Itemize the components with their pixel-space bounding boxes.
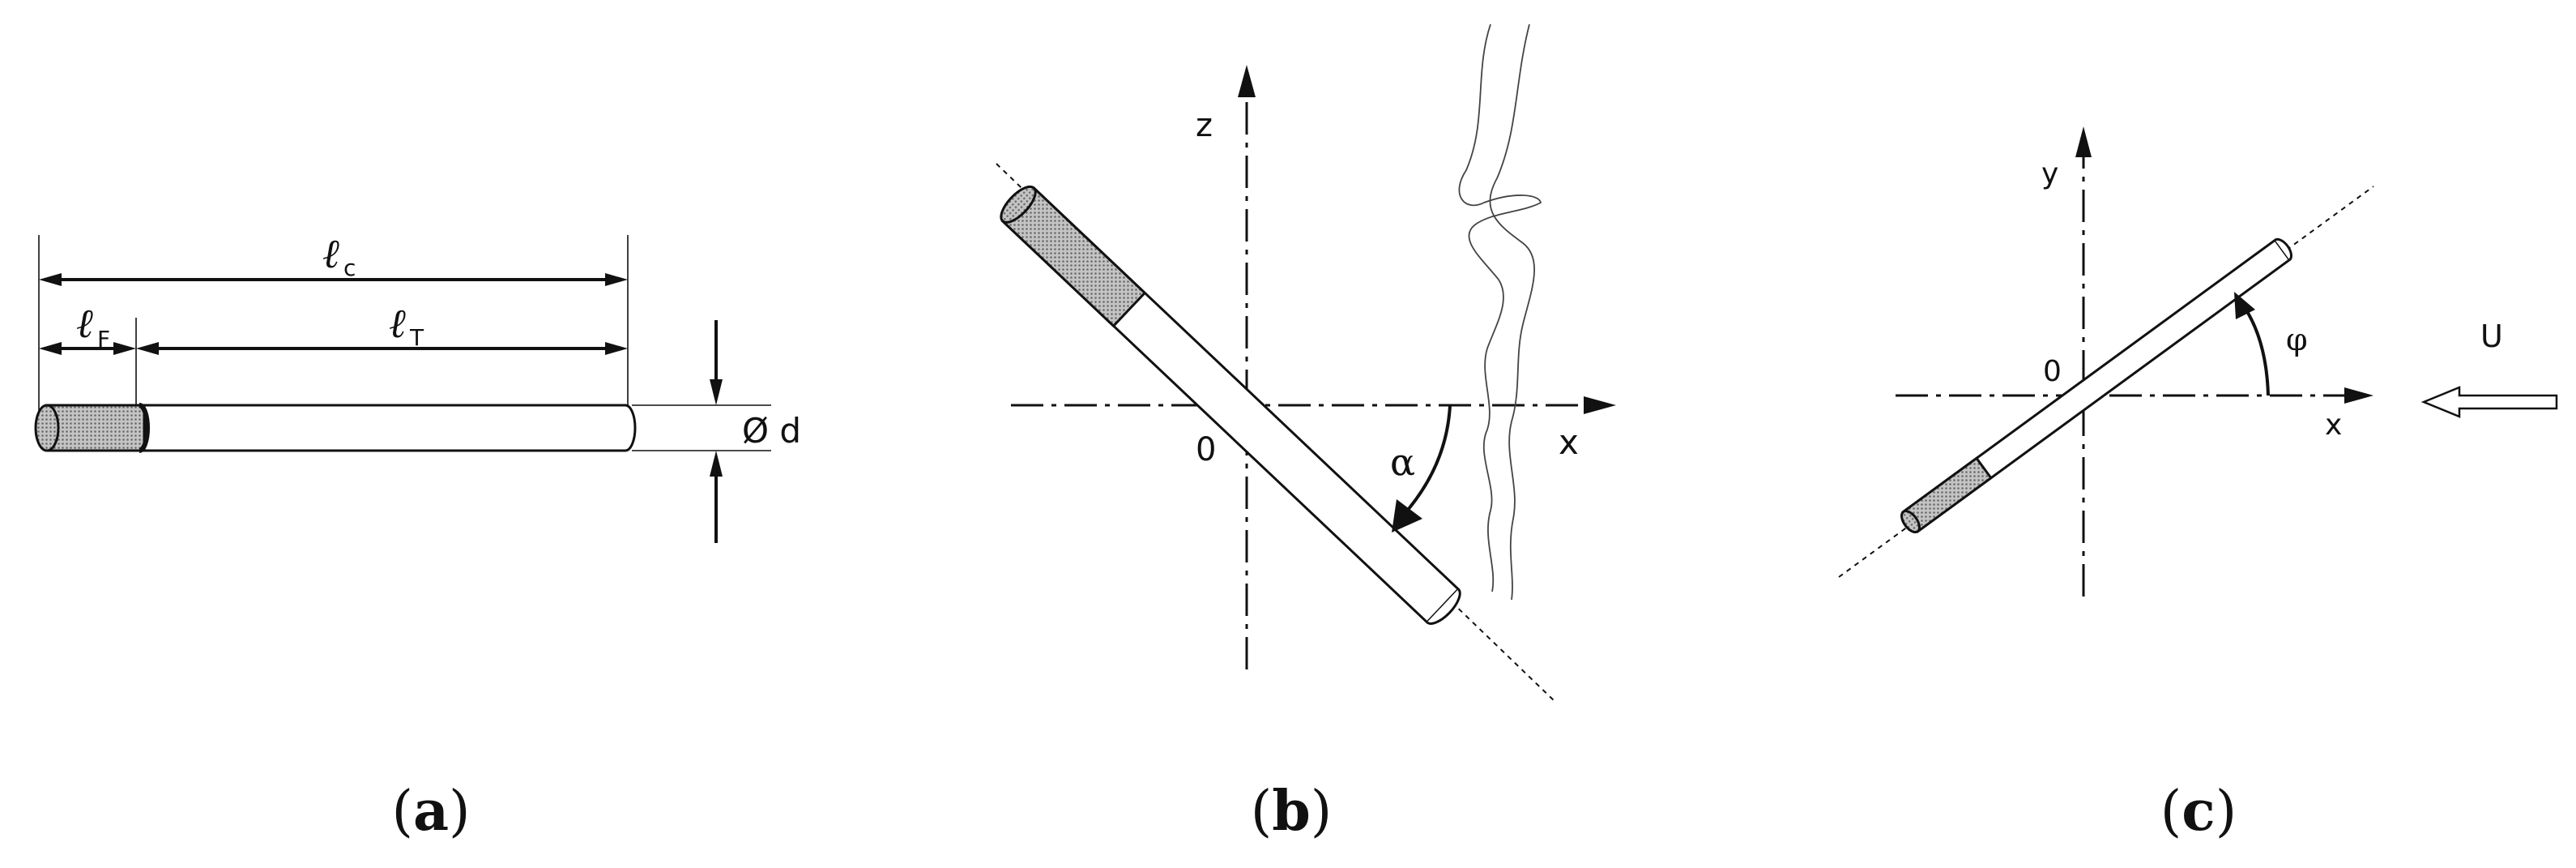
angle-alpha-arc (1401, 404, 1452, 517)
flow-label: U (2480, 319, 2503, 354)
rod-bottom-face (1426, 588, 1461, 625)
axis-x-label: x (2325, 408, 2342, 442)
caption-b: (b) (1251, 779, 1333, 844)
angle-phi-label: φ (2286, 322, 2308, 357)
rod-fiber-segment (45, 404, 146, 452)
axis-x-arrow (2344, 387, 2373, 404)
dimension-lf-arrow-right (113, 342, 136, 355)
origin-label: 0 (2043, 355, 2062, 388)
panel-b: z x 0 α (b) (996, 24, 1616, 844)
dimension-lf-arrow-left (39, 342, 62, 355)
label-lc-sub: c (343, 254, 356, 281)
angle-phi-arc (2242, 305, 2270, 396)
axis-z-arrow (1238, 65, 1256, 97)
caption-c: (c) (2160, 779, 2237, 844)
interface-curve-2 (1489, 24, 1535, 601)
panel-c: y x 0 φ U (c) (1838, 126, 2558, 844)
axis-y-label: y (2041, 157, 2058, 190)
axis-x-label: x (1559, 422, 1579, 462)
flow-arrow (2420, 386, 2558, 418)
dimension-lt-arrow-right (605, 342, 628, 355)
rod-bottom-face (1900, 510, 1921, 534)
angle-alpha-arrowhead (1392, 499, 1422, 532)
dimension-lt-arrow-left (136, 342, 159, 355)
label-lf-sub: F (97, 326, 110, 353)
angle-phi-arrowhead (2234, 292, 2255, 319)
interface-curve-1 (1458, 24, 1542, 592)
axis-x-arrow (1584, 396, 1616, 414)
panel-a: ℓ c ℓ F ℓ T Ø d (a) (34, 230, 801, 844)
label-diameter: Ø d (742, 411, 801, 451)
rod-top-face (2274, 237, 2293, 261)
label-lc: ℓ (322, 230, 339, 277)
rod-top-face (1000, 185, 1037, 224)
axis-y-arrow (2075, 126, 2092, 157)
origin-label: 0 (1196, 431, 1216, 468)
label-lt-sub: T (409, 324, 424, 351)
caption-a: (a) (391, 779, 470, 844)
rod-end-face (34, 404, 60, 452)
rod-fiber-end-edge (139, 403, 150, 453)
label-lt: ℓ (389, 300, 406, 347)
angle-alpha-label: α (1390, 440, 1415, 484)
dimension-lc-arrow-right (605, 273, 628, 286)
dimension-lc-arrow-left (39, 273, 62, 286)
rod-body (47, 404, 637, 452)
diameter-arrow-bottom (710, 451, 723, 477)
axis-z-label: z (1196, 107, 1213, 144)
label-lf: ℓ (76, 300, 93, 347)
diameter-arrow-top (710, 379, 723, 405)
